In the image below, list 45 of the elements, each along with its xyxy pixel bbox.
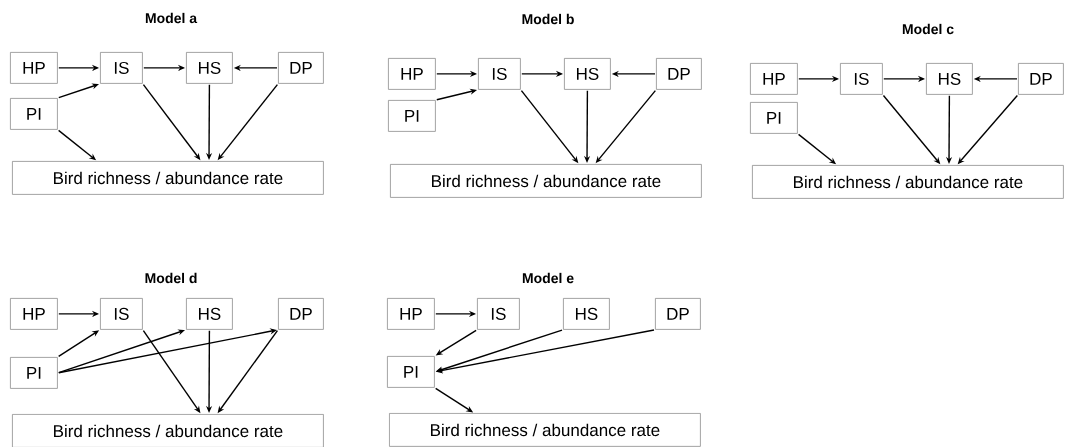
variable-box: HS bbox=[186, 52, 233, 84]
variable-box: HS bbox=[563, 298, 610, 330]
panel-title: Model d bbox=[145, 272, 197, 284]
variable-box: PI bbox=[10, 98, 58, 130]
arrow bbox=[58, 64, 99, 71]
variable-box: IS bbox=[100, 52, 143, 84]
arrow bbox=[883, 75, 925, 82]
outcome-box: Bird richness / abundance rate bbox=[12, 414, 324, 447]
variable-box: DP bbox=[278, 298, 324, 330]
variable-box: DP bbox=[278, 52, 324, 84]
panel-title: Model c bbox=[902, 23, 954, 35]
variable-box: HP bbox=[10, 52, 58, 84]
arrow bbox=[143, 64, 185, 71]
arrow bbox=[206, 84, 213, 160]
variable-box: DP bbox=[656, 58, 702, 90]
outcome-box: Bird richness / abundance rate bbox=[389, 413, 701, 447]
arrow bbox=[58, 328, 277, 374]
variable-box: HS bbox=[186, 298, 233, 330]
variable-box: IS bbox=[840, 63, 883, 95]
outcome-box: Bird richness / abundance rate bbox=[12, 161, 324, 195]
arrow bbox=[435, 310, 476, 317]
variable-box: PI bbox=[388, 100, 436, 132]
variable-box: PI bbox=[750, 102, 798, 134]
variable-box: PI bbox=[387, 356, 435, 388]
variable-box: DP bbox=[1018, 63, 1064, 95]
variable-box: HP bbox=[750, 63, 798, 95]
variable-box: HP bbox=[10, 298, 58, 330]
outcome-box: Bird richness / abundance rate bbox=[752, 165, 1064, 199]
variable-box: IS bbox=[100, 298, 143, 330]
variable-box: HP bbox=[387, 298, 435, 330]
panel-title: Model a bbox=[145, 12, 198, 24]
arrow bbox=[798, 75, 839, 82]
panel-title: Model b bbox=[522, 13, 574, 25]
variable-box: HP bbox=[388, 58, 436, 90]
variable-box: DP bbox=[655, 298, 701, 330]
outcome-box: Bird richness / abundance rate bbox=[390, 164, 702, 198]
variable-box: HS bbox=[926, 63, 973, 95]
panel-title: Model e bbox=[522, 272, 574, 284]
variable-box: IS bbox=[477, 298, 520, 330]
arrow bbox=[436, 70, 477, 77]
arrow bbox=[58, 310, 99, 317]
arrow bbox=[521, 70, 563, 77]
variable-box: HS bbox=[564, 58, 611, 90]
variable-box: IS bbox=[478, 58, 521, 90]
variable-box: PI bbox=[10, 357, 58, 389]
